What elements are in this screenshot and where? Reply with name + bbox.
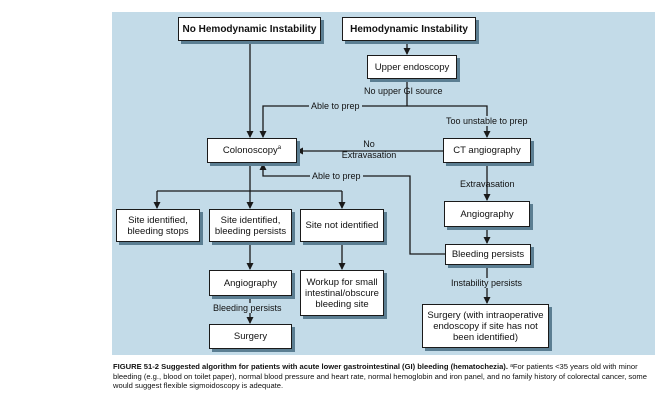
label-no-extravasation: No Extravasation xyxy=(341,139,397,160)
box-ct-angiography: CT angiography xyxy=(443,138,531,163)
box-no-hemodynamic-instability: No Hemodynamic Instability xyxy=(178,17,321,41)
label-too-unstable-to-prep: Too unstable to prep xyxy=(444,116,530,126)
caption-label: FIGURE 51-2 xyxy=(113,362,159,371)
label-no-upper-gi-source: No upper GI source xyxy=(364,86,443,96)
edge-bleeding-colonoscopy xyxy=(259,163,445,255)
box-site-not-identified: Site not identified xyxy=(300,209,384,242)
colonoscopy-footnote-mark: a xyxy=(277,144,282,151)
box-workup-small-intestinal: Workup for small intestinal/obscure blee… xyxy=(300,270,384,316)
box-bleeding-persists-right: Bleeding persists xyxy=(445,244,531,265)
figure-caption: FIGURE 51-2 Suggested algorithm for pati… xyxy=(113,362,655,391)
label-instability-persists: Instability persists xyxy=(449,278,525,288)
label-bleeding-persists-left: Bleeding persists xyxy=(211,303,284,313)
box-angiography-left: Angiography xyxy=(209,270,292,296)
box-surgery-left: Surgery xyxy=(209,324,292,349)
box-angiography-right: Angiography xyxy=(444,201,530,227)
box-site-identified-bleeding-stops: Site identified, bleeding stops xyxy=(116,209,200,242)
caption-footnote: ᵃFor patients <35 years old with minor b… xyxy=(113,362,647,391)
box-upper-endoscopy: Upper endoscopy xyxy=(367,55,457,79)
box-colonoscopy: Colonoscopya xyxy=(207,138,297,163)
edge-split-ct xyxy=(407,105,491,138)
label-able-to-prep-top: Able to prep xyxy=(309,101,362,111)
box-site-identified-bleeding-persists: Site identified, bleeding persists xyxy=(209,209,292,242)
box-surgery-right: Surgery (with intraoperative endoscopy i… xyxy=(422,304,549,348)
label-able-to-prep-mid: Able to prep xyxy=(310,171,363,181)
box-hemodynamic-instability: Hemodynamic Instability xyxy=(342,17,476,41)
label-extravasation: Extravasation xyxy=(460,179,515,189)
caption-title: Suggested algorithm for patients with ac… xyxy=(161,362,508,371)
